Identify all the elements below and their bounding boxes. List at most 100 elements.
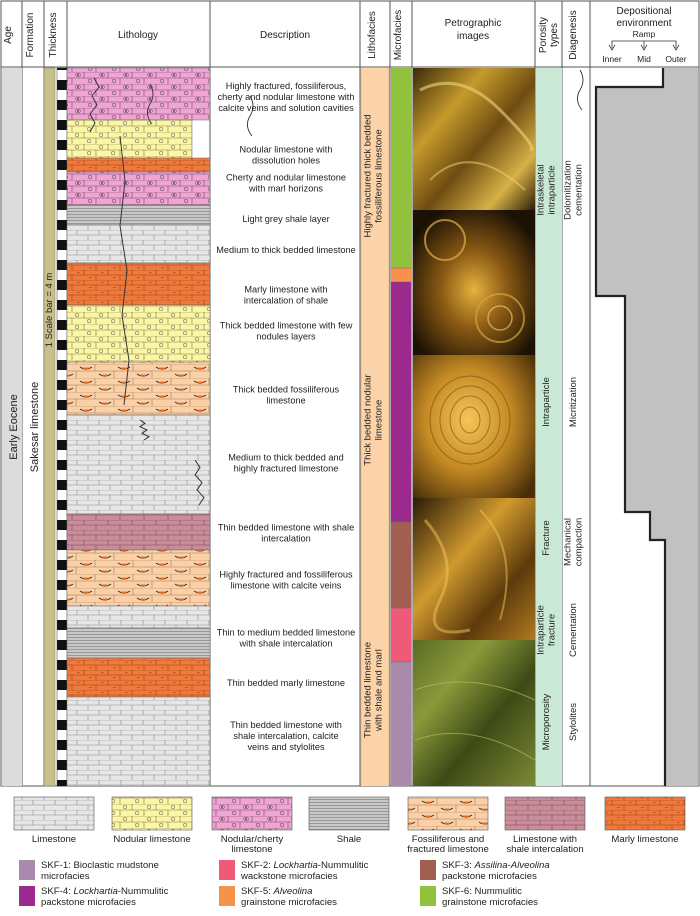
lithology-layer-limestone <box>66 224 211 264</box>
legend-mf-swatch <box>19 860 35 880</box>
diagenesis-label: Stylolites <box>568 703 579 741</box>
diagenesis-label: compaction <box>574 518 585 567</box>
header-lithology: Lithology <box>118 30 158 41</box>
fracture-mark <box>138 419 151 441</box>
description-text: shale intercalation, calcite <box>233 731 338 741</box>
legend-label-marly: Marly limestone <box>611 834 678 845</box>
lithology-layer-marly <box>66 157 211 173</box>
porosity-column <box>536 68 562 786</box>
age-label: Early Eocene <box>8 394 20 459</box>
description-text: Marly limestone with <box>244 285 327 295</box>
description-text: calcite veins and solution cavities <box>218 103 354 113</box>
porosity-label: Fracture <box>541 520 552 555</box>
legend-label-fossil: Fossiliferous and <box>412 834 485 845</box>
description-text: limestone <box>266 396 305 406</box>
diagenesis-label: Micritization <box>568 377 579 427</box>
microfacies-legend: SKF-1: Bioclastic mudstonemicrofaciesSKF… <box>19 860 550 908</box>
legend-label-nodular: Nodular limestone <box>113 834 190 845</box>
diagenesis-label: Cementation <box>568 603 579 657</box>
header-lithofacies: Lithofacies <box>367 11 378 59</box>
legend-mf-label: wackstone microfacies <box>240 871 338 882</box>
porosity-label: Intraskeletal <box>536 164 547 215</box>
legend-mf-swatch <box>420 886 436 906</box>
lithofacies-column <box>361 68 389 786</box>
mf-skf1 <box>391 662 411 786</box>
lithology-layer-limestone <box>66 414 211 515</box>
description-text: Medium to thick bedded and <box>228 453 343 463</box>
petrographic-image-5 <box>413 640 535 786</box>
header-environment-2: environment <box>616 18 671 29</box>
description-text: Cherty and nodular limestone <box>226 173 346 183</box>
header-microfacies: Microfacies <box>393 10 404 61</box>
petrographic-image-2 <box>413 210 535 355</box>
scale-bar-label: 1 Scale bar = 4 m <box>44 273 55 348</box>
diagenesis-label: Mechanical <box>563 518 574 566</box>
lithology-layer-fossil <box>66 361 211 416</box>
description-text: cherty and nodular limestone with <box>218 92 355 102</box>
porosity-label: intraparticle <box>547 165 558 214</box>
description-text: Medium to thick bedded limestone <box>216 245 355 255</box>
description-text: Thin to medium bedded limestone <box>217 628 355 638</box>
header-description: Description <box>260 30 310 41</box>
legend-swatch-limestone <box>13 796 95 831</box>
description-text: Thin bedded limestone with shale <box>218 523 354 533</box>
lithology-layer-limestone <box>66 605 211 629</box>
legend-label-cherty: limestone <box>231 844 272 855</box>
lithofacies-label: fossiliferous limestone <box>374 129 385 222</box>
environment-curve <box>594 68 667 786</box>
thickness-bar <box>43 67 56 787</box>
mf-skf3 <box>391 522 411 608</box>
lithology-layer-nodular <box>66 119 193 159</box>
legend-label-fossil: fractured limestone <box>407 844 489 855</box>
header-porosity-2: types <box>549 23 560 47</box>
porosity-label: Intraparticle <box>536 605 547 655</box>
microfacies-column <box>391 68 411 786</box>
legend-mf-label: SKF-3: Assilina-Alveolina <box>442 860 550 871</box>
description-text: veins and stylolites <box>247 742 325 752</box>
description-text: Highly fractured, fossiliferous, <box>226 81 347 91</box>
header-environment-1: Depositional <box>616 6 671 17</box>
description-text: Light grey shale layer <box>242 214 329 224</box>
legend-mf-swatch <box>219 886 235 906</box>
lithofacies-label: Highly fractured thick bedded <box>363 114 374 237</box>
legend-label-limestone: Limestone <box>32 834 76 845</box>
scale-checker-bar <box>56 67 68 787</box>
mf-skf2 <box>391 608 411 662</box>
legend-label-shale: Shale <box>337 834 362 845</box>
legend-mf-swatch <box>420 860 436 880</box>
header-inner: Inner <box>602 54 622 64</box>
lithology-column <box>66 67 584 787</box>
legend-label-limeshale: shale intercalation <box>506 844 583 855</box>
mf-skf5 <box>391 268 411 282</box>
description-text: Nodular limestone with <box>240 145 333 155</box>
lithofacies-label: limestone <box>374 400 385 441</box>
lithology-layer-marly <box>66 657 211 698</box>
ramp-arrows <box>608 40 680 51</box>
lithology-layer-nodular <box>66 304 211 363</box>
description-text: Highly fractured and fossiliferous <box>219 570 353 580</box>
fracture-mark <box>577 69 584 111</box>
legend-label-cherty: Nodular/cherty <box>221 834 284 845</box>
description-text: nodules layers <box>256 332 316 342</box>
legend-mf-label: SKF-4: Lockhartia-Nummulitic <box>41 886 169 897</box>
fracture-mark <box>89 77 100 133</box>
petrographic-image-3 <box>413 355 535 498</box>
legend-mf-label: SKF-2: Lockhartia-Nummulitic <box>241 860 369 871</box>
legend-mf-label: SKF-6: Nummulitic <box>442 886 522 897</box>
description-text: Thin bedded marly limestone <box>227 678 345 688</box>
diagenesis-label: cementation <box>574 164 585 216</box>
header-porosity-1: Porosity <box>538 17 549 53</box>
fracture-mark <box>194 459 205 506</box>
lithofacies-label: Thick bedded nodular <box>363 374 374 465</box>
legend-mf-label: grainstone microfacies <box>241 897 337 908</box>
mf-skf6 <box>391 68 411 268</box>
lithology-layer-fossil <box>66 549 211 607</box>
header-age: Age <box>3 26 14 44</box>
legend-mf-label: SKF-1: Bioclastic mudstone <box>41 860 159 871</box>
header-outer: Outer <box>665 54 686 64</box>
header-diagenesis: Diagenesis <box>568 10 579 59</box>
